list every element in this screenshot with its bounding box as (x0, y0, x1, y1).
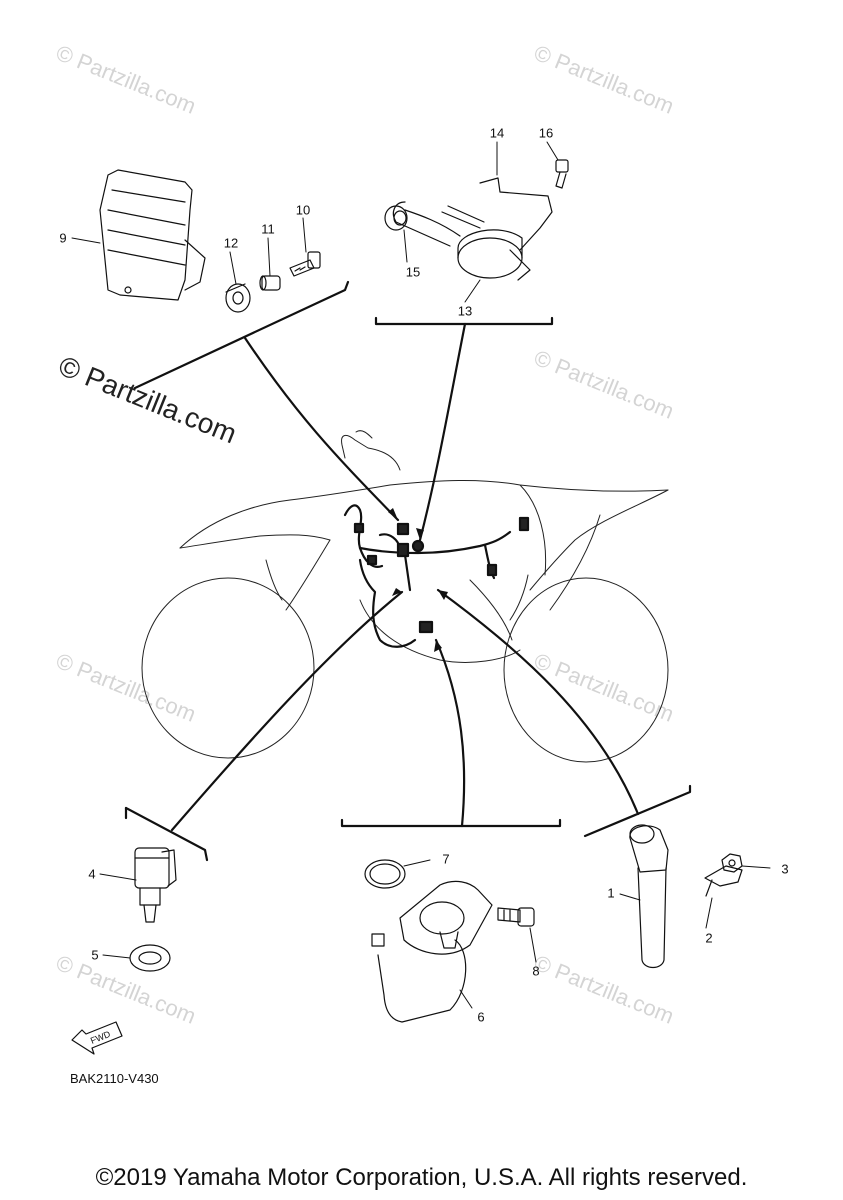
callout-12: 12 (223, 235, 239, 251)
ecu-part-9 (99, 169, 206, 301)
cap-part-15 (384, 205, 408, 231)
motorcycle-outline (141, 430, 669, 763)
sensor-part-6 (371, 880, 493, 1023)
ignition-coil-part-13 (392, 201, 531, 281)
callout-9: 9 (59, 230, 67, 246)
callout-6: 6 (477, 1009, 485, 1025)
callout-16: 16 (538, 125, 554, 141)
bracket-part-14 (479, 177, 553, 251)
callout-2: 2 (705, 930, 713, 946)
callout-1: 1 (607, 885, 615, 901)
collar-part-11 (259, 275, 281, 291)
callout-13: 13 (457, 303, 473, 319)
diagram-code: BAK2110-V430 (70, 1071, 159, 1086)
stay-part-2 (704, 865, 743, 897)
callout-10: 10 (295, 202, 311, 218)
temperature-sensor-part-4 (134, 847, 177, 923)
plug-cap-part-1 (629, 824, 669, 969)
leader-lines (124, 280, 692, 862)
callout-8: 8 (532, 963, 540, 979)
callout-leaders (71, 141, 771, 1009)
callout-3: 3 (781, 861, 789, 877)
callout-14: 14 (489, 125, 505, 141)
callout-11: 11 (261, 221, 275, 237)
bolt-part-8 (497, 907, 535, 927)
o-ring-part-7 (364, 859, 406, 889)
copyright-notice: ©2019 Yamaha Motor Corporation, U.S.A. A… (95, 1164, 748, 1191)
callout-5: 5 (91, 947, 99, 963)
fwd-arrow-icon: FWD (71, 1021, 123, 1055)
callout-4: 4 (88, 866, 96, 882)
callout-15: 15 (405, 264, 421, 280)
callout-7: 7 (442, 851, 450, 867)
washer-part-5 (129, 944, 171, 972)
bolt-part-16 (555, 159, 569, 189)
grommet-part-12 (225, 283, 251, 313)
bolt-part-10 (289, 251, 321, 277)
wire-harness (343, 504, 530, 648)
